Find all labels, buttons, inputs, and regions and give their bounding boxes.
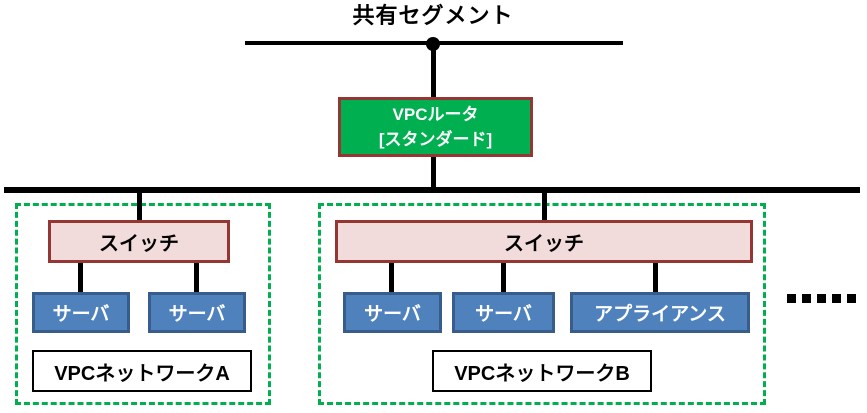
switch-a-label: スイッチ [99, 233, 179, 255]
connector-router-to-bus [431, 157, 436, 187]
ellipsis-dot [802, 294, 811, 303]
vpc-network-b-label: VPCネットワークB [432, 350, 652, 392]
vpc-network-a-name: VPCネットワークA [54, 362, 230, 385]
ellipsis-dot [787, 294, 796, 303]
server-b1-label: サーバ [364, 304, 421, 325]
server-a1-label: サーバ [52, 304, 110, 325]
lower-bus-line [4, 187, 860, 193]
switch-b-label: スイッチ [504, 233, 584, 255]
vpc-router-label-line2: [スタンダード] [378, 130, 493, 149]
vpc-network-b-name: VPCネットワークB [454, 362, 630, 385]
connector-bus-to-switch-b [542, 193, 547, 220]
ellipsis-dot [847, 294, 856, 303]
vpc-router-label-line1: VPCルータ [392, 105, 479, 124]
connector-bus-to-router [431, 44, 436, 97]
connector-switch-b-to-server-1 [389, 263, 394, 292]
appliance-b-label: アプライアンス [594, 304, 726, 325]
connector-switch-b-to-appliance [653, 263, 658, 292]
vpc-network-a-label: VPCネットワークA [32, 350, 252, 392]
connector-switch-a-to-server-2 [194, 263, 199, 292]
appliance-b-node: アプライアンス [570, 292, 750, 333]
server-b2-label: サーバ [475, 304, 532, 325]
server-b1-node: サーバ [343, 292, 442, 333]
server-a2-label: サーバ [168, 304, 226, 325]
server-a1-node: サーバ [32, 292, 130, 333]
more-networks-ellipsis [787, 294, 856, 303]
connector-bus-to-switch-a [137, 193, 142, 220]
vpc-network-a-boundary [15, 203, 271, 405]
server-b2-node: サーバ [452, 292, 555, 333]
shared-segment-label: 共有セグメント [352, 3, 514, 28]
connector-switch-a-to-server-1 [78, 263, 83, 292]
switch-b-node: スイッチ [335, 220, 753, 263]
connector-switch-b-to-server-2 [501, 263, 506, 292]
vpc-router-node: VPCルータ [スタンダード] [338, 97, 533, 157]
ellipsis-dot [817, 294, 826, 303]
switch-a-node: スイッチ [48, 220, 230, 263]
ellipsis-dot [832, 294, 841, 303]
server-a2-node: サーバ [148, 292, 246, 333]
